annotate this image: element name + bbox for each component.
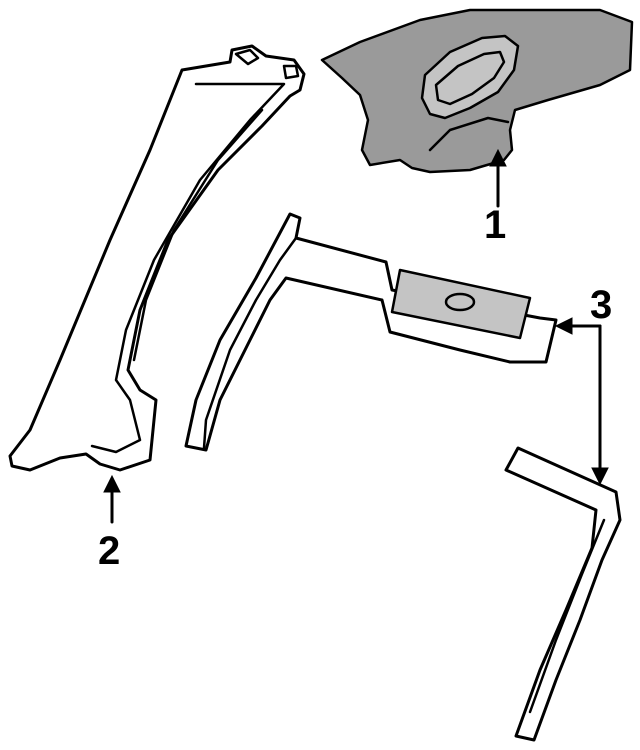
part-2-pillar-outline <box>8 44 306 472</box>
callout-1-arrowhead <box>489 148 507 167</box>
callout-3-arrowhead-lower <box>591 467 609 486</box>
callout-2-arrowhead <box>103 474 121 493</box>
part-3-upper-face <box>202 236 298 450</box>
part-2-pillar-groove <box>132 108 264 362</box>
callout-3-label: 3 <box>590 283 612 327</box>
callout-3: 3 <box>554 283 612 486</box>
part-1-speaker-grille <box>434 50 506 106</box>
part-3-upper-trim[interactable] <box>184 212 558 452</box>
part-3-lower-outline <box>504 446 622 742</box>
callout-1: 1 <box>484 148 507 247</box>
part-3-lower-trim[interactable] <box>504 446 622 742</box>
callout-1-label: 1 <box>484 203 506 247</box>
part-3-lower-edge <box>528 518 606 714</box>
callout-2-label: 2 <box>98 529 120 573</box>
part-1-lower-bezel <box>428 116 510 152</box>
part-2-mount-tab <box>234 48 260 66</box>
part-3-upper-outline <box>184 212 558 452</box>
part-2-mount-hole <box>282 64 300 80</box>
part-1-speaker-pod <box>420 34 520 120</box>
part-3-lower-face <box>504 468 598 512</box>
part-2-pillar-channel <box>90 82 286 454</box>
callout-2: 2 <box>98 474 121 573</box>
part-2-pillar-trim[interactable] <box>8 44 306 472</box>
part-3-sill-grommet <box>444 292 476 312</box>
part-1-quarter-trim[interactable] <box>320 8 634 174</box>
part-3-sill-opening <box>390 268 532 340</box>
callout-3-arrowhead-upper <box>554 317 573 335</box>
